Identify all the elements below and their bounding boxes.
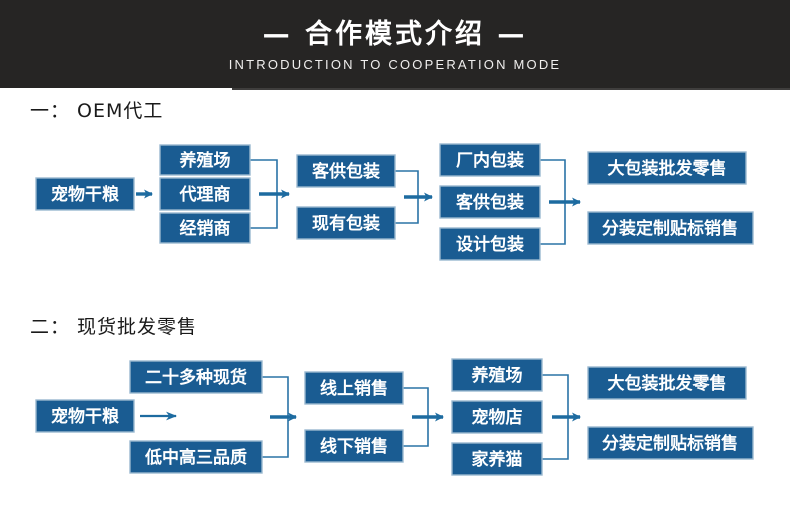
- node-box[interactable]: 客供包装: [439, 185, 541, 219]
- node-box[interactable]: 低中高三品质: [129, 440, 263, 474]
- node-box[interactable]: 客供包装: [296, 154, 396, 188]
- node-label: 经销商: [180, 218, 231, 239]
- flowchart-section-2: 宠物干粮 二十多种现货 低中高三品质 线上销售 线下销售: [0, 345, 790, 495]
- node-label: 低中高三品质: [144, 447, 247, 468]
- node-label: 线上销售: [320, 378, 388, 399]
- node-group-2: 宠物干粮 二十多种现货 低中高三品质 线上销售 线下销售: [35, 358, 754, 476]
- node-box[interactable]: 宠物干粮: [35, 399, 135, 433]
- node-label: 厂内包装: [456, 150, 524, 171]
- node-box[interactable]: 线上销售: [304, 371, 404, 405]
- node-label: 宠物店: [472, 407, 523, 428]
- node-label: 现有包装: [312, 213, 380, 234]
- node-box[interactable]: 宠物店: [451, 400, 543, 434]
- node-label: 线下销售: [320, 436, 388, 457]
- node-box[interactable]: 线下销售: [304, 429, 404, 463]
- node-box[interactable]: 分装定制贴标销售: [587, 426, 754, 460]
- node-box[interactable]: 养殖场: [451, 358, 543, 392]
- flowchart-section-1: 宠物干粮 养殖场 代理商 经销商 客供包装: [0, 130, 790, 275]
- node-label: 客供包装: [311, 161, 380, 182]
- node-label: 宠物干粮: [51, 184, 119, 205]
- banner-notch: [0, 88, 232, 90]
- node-label: 分装定制贴标销售: [602, 433, 738, 454]
- node-box[interactable]: 养殖场: [159, 144, 251, 176]
- node-label: 家养猫: [472, 449, 523, 470]
- banner-underline: [232, 88, 790, 90]
- node-box[interactable]: 家养猫: [451, 442, 543, 476]
- node-box[interactable]: 分装定制贴标销售: [587, 211, 754, 245]
- node-box[interactable]: 代理商: [159, 177, 251, 211]
- node-label: 客供包装: [455, 192, 524, 213]
- section-heading-2: 二： 现货批发零售: [30, 316, 198, 338]
- node-label: 大包装批发零售: [608, 373, 727, 394]
- node-box[interactable]: 二十多种现货: [129, 360, 263, 394]
- node-box[interactable]: 厂内包装: [439, 143, 541, 177]
- page-subtitle: INTRODUCTION TO COOPERATION MODE: [228, 57, 562, 72]
- node-box[interactable]: 设计包装: [439, 227, 541, 261]
- node-box[interactable]: 大包装批发零售: [587, 366, 747, 400]
- arrow-group-1: [136, 189, 581, 207]
- node-label: 二十多种现货: [145, 367, 247, 388]
- header-banner: — 合作模式介绍 — INTRODUCTION TO COOPERATION M…: [0, 0, 790, 90]
- node-box[interactable]: 经销商: [159, 212, 251, 244]
- node-label: 分装定制贴标销售: [602, 218, 738, 239]
- node-box[interactable]: 宠物干粮: [35, 177, 135, 211]
- node-label: 设计包装: [456, 234, 524, 255]
- node-label: 代理商: [179, 184, 231, 205]
- page-title: — 合作模式介绍 —: [262, 19, 528, 50]
- node-label: 大包装批发零售: [608, 158, 727, 179]
- node-label: 宠物干粮: [51, 406, 119, 427]
- node-label: 养殖场: [471, 365, 523, 386]
- section-heading-1: 一： OEM代工: [30, 100, 164, 122]
- node-box[interactable]: 大包装批发零售: [587, 151, 747, 185]
- node-group-1: 宠物干粮 养殖场 代理商 经销商 客供包装: [35, 143, 754, 261]
- node-box[interactable]: 现有包装: [296, 206, 396, 240]
- arrow-group-2: [140, 411, 581, 422]
- node-label: 养殖场: [179, 150, 231, 171]
